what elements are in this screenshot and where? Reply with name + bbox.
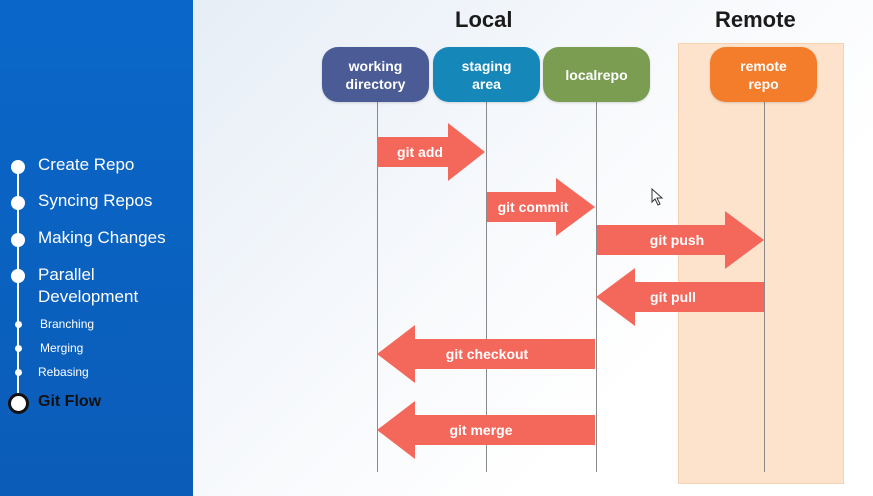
node-label: working directory [345, 57, 406, 92]
nav-item-making-changes[interactable]: Making Changes [0, 226, 193, 250]
arrow-shape [377, 401, 595, 459]
nav-item-syncing-repos[interactable]: Syncing Repos [0, 189, 193, 213]
arrow-shape [377, 123, 485, 181]
nav-item-merging[interactable]: Merging [0, 339, 193, 359]
node-label: staging area [461, 57, 512, 92]
nav-item-label: Parallel Development [38, 265, 139, 306]
arrow-label: git checkout [446, 346, 529, 362]
arrow-label: git add [397, 144, 443, 160]
arrow-label: git pull [650, 289, 696, 305]
arrow-label: git push [650, 232, 704, 248]
nav-item-label: Rebasing [38, 365, 89, 379]
nav-item-label: Making Changes [38, 228, 166, 247]
bullet-icon [15, 345, 22, 352]
node-localrepo: localrepo [543, 47, 650, 102]
nav-item-label: Merging [40, 341, 84, 355]
node-label: localrepo [565, 66, 628, 83]
node-label: remote repo [740, 57, 787, 92]
arrow-shape [487, 178, 595, 236]
nav-item-label: Branching [40, 317, 95, 331]
nav-item-create-repo[interactable]: Create Repo [0, 153, 193, 177]
active-bullet-icon [8, 393, 29, 414]
bullet-icon [15, 369, 22, 376]
node-working-directory: working directory [322, 47, 429, 102]
nav-item-label: Git Flow [38, 393, 102, 410]
arrow-git-checkout: git checkout [377, 325, 595, 383]
arrow-shape [596, 268, 764, 326]
remote-region [678, 43, 844, 484]
lifeline-staging-area [486, 100, 487, 472]
bullet-icon [11, 196, 25, 210]
arrow-git-add: git add [377, 123, 485, 181]
sidebar: Create Repo Syncing Repos Making Changes… [0, 0, 193, 496]
mouse-cursor-icon [651, 188, 664, 206]
node-remote-repo: remote repo [710, 47, 817, 102]
nav-item-label: Create Repo [38, 155, 135, 174]
bullet-icon [11, 233, 25, 247]
nav-item-parallel-development[interactable]: Parallel Development [0, 262, 193, 308]
nav-item-rebasing[interactable]: Rebasing [0, 363, 193, 383]
lifeline-working-directory [377, 100, 378, 472]
bullet-icon [15, 321, 22, 328]
sidebar-timeline-rail [17, 168, 19, 403]
arrow-git-push: git push [597, 211, 764, 269]
nav-item-git-flow[interactable]: Git Flow [0, 390, 193, 416]
lifeline-localrepo [596, 100, 597, 472]
lifeline-remote-repo [764, 100, 765, 472]
node-staging-area: staging area [433, 47, 540, 102]
arrow-git-pull: git pull [596, 268, 764, 326]
nav-item-branching[interactable]: Branching [0, 315, 193, 335]
arrow-shape [377, 325, 595, 383]
arrow-shape [597, 211, 764, 269]
bullet-icon [11, 160, 25, 174]
arrow-label: git commit [498, 199, 569, 215]
arrow-git-merge: git merge [377, 401, 595, 459]
arrow-label: git merge [449, 422, 512, 438]
local-title: Local [455, 7, 513, 32]
arrow-git-commit: git commit [487, 178, 595, 236]
remote-title: Remote [715, 7, 796, 32]
nav-item-label: Syncing Repos [38, 191, 153, 210]
bullet-icon [11, 269, 25, 283]
